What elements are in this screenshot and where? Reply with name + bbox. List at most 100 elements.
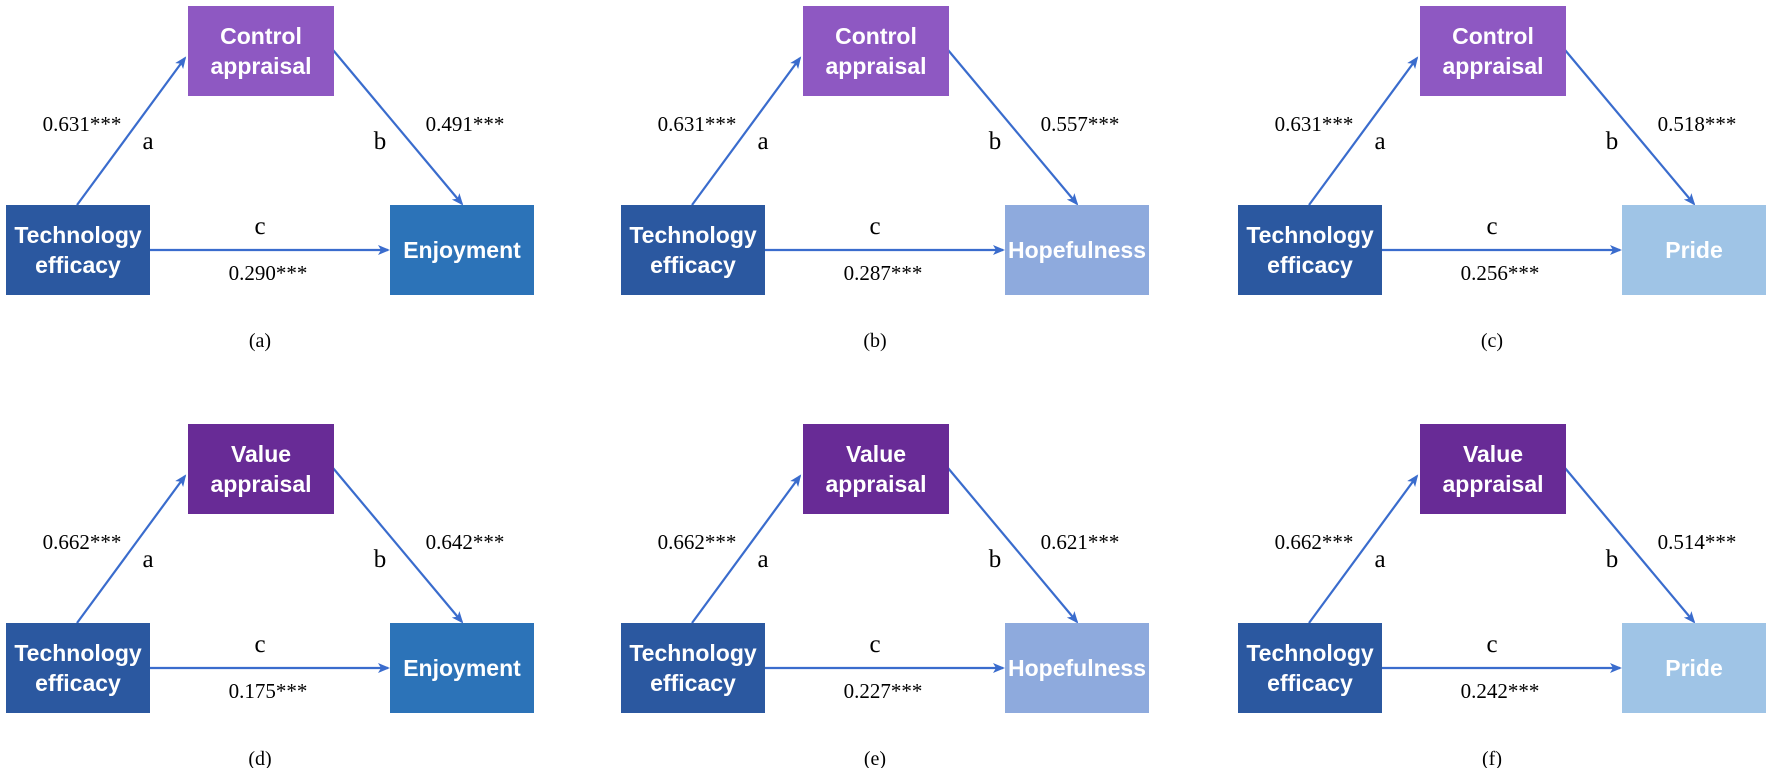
- path-c-label: c: [1486, 631, 1497, 658]
- path-a-arrow: [76, 474, 187, 624]
- mediator-node-label-line: Control: [835, 23, 917, 49]
- path-b-arrow: [332, 467, 464, 624]
- outcome-node-label-line: Enjoyment: [403, 237, 521, 263]
- outcome-node-box: [1005, 205, 1149, 295]
- path-a-coefficient: 0.662***: [658, 530, 737, 554]
- outcome-node-box: [1622, 623, 1766, 713]
- predictor-node-box: [621, 205, 765, 295]
- predictor-node-box: [6, 623, 150, 713]
- path-a-coefficient: 0.631***: [658, 112, 737, 136]
- path-b-label: b: [374, 546, 387, 573]
- predictor-node-box: [621, 623, 765, 713]
- panel-caption: (c): [1481, 330, 1503, 352]
- path-b-coefficient: 0.642***: [426, 530, 505, 554]
- outcome-node-box: [390, 205, 534, 295]
- path-a-arrow: [1308, 56, 1419, 206]
- predictor-node-label-line: efficacy: [35, 670, 121, 696]
- path-c-coefficient: 0.227***: [844, 679, 923, 703]
- panel-caption: (e): [864, 748, 886, 768]
- predictor-node-label-line: Technology: [1246, 640, 1374, 666]
- path-b-coefficient: 0.621***: [1041, 530, 1120, 554]
- mediator-node-box: [1420, 6, 1566, 96]
- mediation-panel: ValueappraisalTechnologyefficacyEnjoymen…: [6, 424, 534, 768]
- mediator-node-label-line: appraisal: [211, 53, 312, 79]
- path-c-label: c: [254, 631, 265, 658]
- mediation-panel: ValueappraisalTechnologyefficacyHopefuln…: [621, 424, 1149, 768]
- path-b-coefficient: 0.491***: [426, 112, 505, 136]
- path-a-coefficient: 0.662***: [43, 530, 122, 554]
- path-c-coefficient: 0.256***: [1461, 261, 1540, 285]
- outcome-node: Hopefulness: [1005, 623, 1149, 713]
- panel-caption: (f): [1482, 748, 1502, 768]
- path-a-arrow: [691, 474, 802, 624]
- path-b-label: b: [1606, 546, 1619, 573]
- path-a-label: a: [757, 128, 768, 155]
- outcome-node: Pride: [1622, 205, 1766, 295]
- predictor-node-label-line: Technology: [14, 640, 142, 666]
- panel-caption: (b): [863, 330, 886, 352]
- path-c-label: c: [869, 213, 880, 240]
- outcome-node: Pride: [1622, 623, 1766, 713]
- outcome-node-box: [1005, 623, 1149, 713]
- path-b-arrow: [1564, 467, 1696, 624]
- mediator-node-box: [188, 6, 334, 96]
- path-b-label: b: [1606, 128, 1619, 155]
- predictor-node-label-line: Technology: [629, 222, 757, 248]
- panel-caption: (d): [248, 748, 271, 768]
- predictor-node-label-line: efficacy: [1267, 252, 1353, 278]
- path-a-coefficient: 0.662***: [1275, 530, 1354, 554]
- mediator-node-label-line: Value: [231, 441, 291, 467]
- predictor-node-label-line: efficacy: [35, 252, 121, 278]
- path-c-coefficient: 0.175***: [229, 679, 308, 703]
- panel-caption: (a): [249, 330, 271, 352]
- predictor-node-box: [1238, 623, 1382, 713]
- mediator-node: Control appraisal: [1420, 6, 1566, 96]
- mediator-node-label-line: appraisal: [1443, 53, 1544, 79]
- path-b-coefficient: 0.518***: [1658, 112, 1737, 136]
- path-b-coefficient: 0.514***: [1658, 530, 1737, 554]
- path-c-coefficient: 0.290***: [229, 261, 308, 285]
- mediator-node-label-line: appraisal: [1443, 471, 1544, 497]
- outcome-node-label-line: Hopefulness: [1008, 655, 1146, 681]
- mediation-panel: ControlappraisalTechnologyefficacyHopefu…: [621, 6, 1149, 352]
- path-c-coefficient: 0.287***: [844, 261, 923, 285]
- outcome-node: Enjoyment: [390, 623, 534, 713]
- path-a-arrow: [76, 56, 187, 206]
- path-a-label: a: [142, 128, 153, 155]
- mediator-node-box: [1420, 424, 1566, 514]
- path-a-label: a: [1374, 546, 1385, 573]
- path-a-coefficient: 0.631***: [1275, 112, 1354, 136]
- outcome-node-box: [390, 623, 534, 713]
- outcome-node-label-line: Pride: [1665, 655, 1723, 681]
- path-a-arrow: [1308, 474, 1419, 624]
- path-b-label: b: [989, 546, 1002, 573]
- mediator-node-label-line: Control: [1452, 23, 1534, 49]
- path-c-label: c: [1486, 213, 1497, 240]
- path-b-arrow: [947, 467, 1079, 624]
- mediator-node-box: [803, 6, 949, 96]
- path-a-label: a: [142, 546, 153, 573]
- path-a-label: a: [1374, 128, 1385, 155]
- outcome-node-label-line: Pride: [1665, 237, 1723, 263]
- predictor-node-box: [1238, 205, 1382, 295]
- mediator-node-label-line: Value: [846, 441, 906, 467]
- path-a-arrow: [691, 56, 802, 206]
- predictor-node-label-line: efficacy: [650, 252, 736, 278]
- outcome-node-box: [1622, 205, 1766, 295]
- path-b-label: b: [374, 128, 387, 155]
- path-b-arrow: [1564, 49, 1696, 206]
- predictor-node-box: [6, 205, 150, 295]
- path-a-coefficient: 0.631***: [43, 112, 122, 136]
- path-c-coefficient: 0.242***: [1461, 679, 1540, 703]
